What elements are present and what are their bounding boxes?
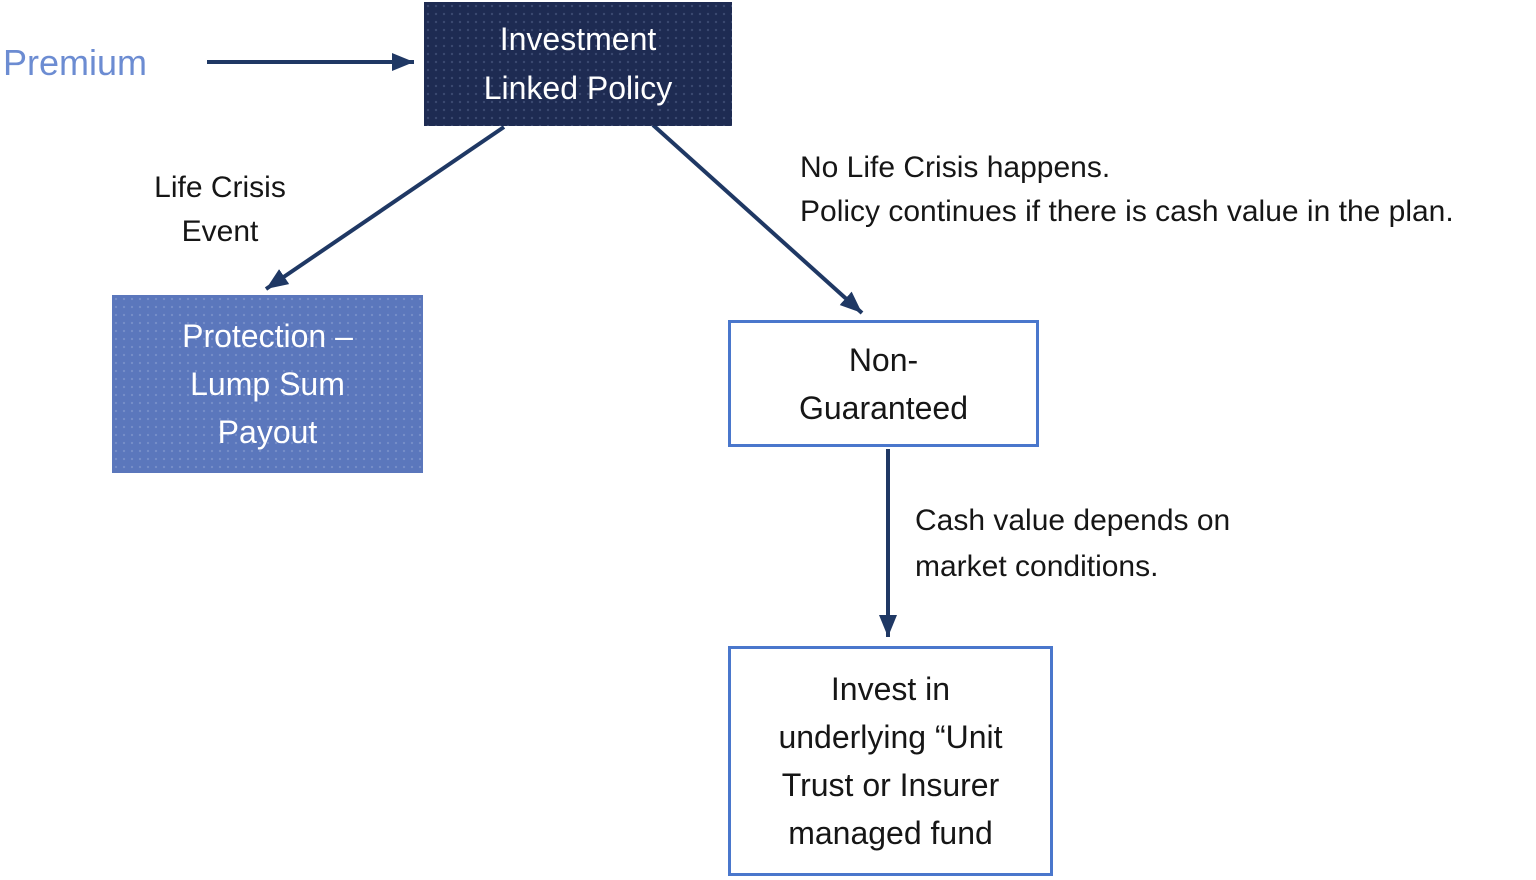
node-protection-lump-sum-payout: Protection – Lump Sum Payout [112,295,423,473]
node-investment-linked-policy: Investment Linked Policy [424,2,732,126]
edge-label-life-crisis-event: Life Crisis Event [154,171,286,248]
edge-label-no-life-crisis: No Life Crisis happens. Policy continues… [800,151,1454,228]
node-invest-underlying-fund: Invest in underlying “Unit Trust or Insu… [728,646,1053,876]
premium-label: Premium [3,42,148,83]
node-non-guaranteed: Non- Guaranteed [728,320,1039,447]
edge-label-cash-value: Cash value depends on market conditions. [915,504,1231,583]
